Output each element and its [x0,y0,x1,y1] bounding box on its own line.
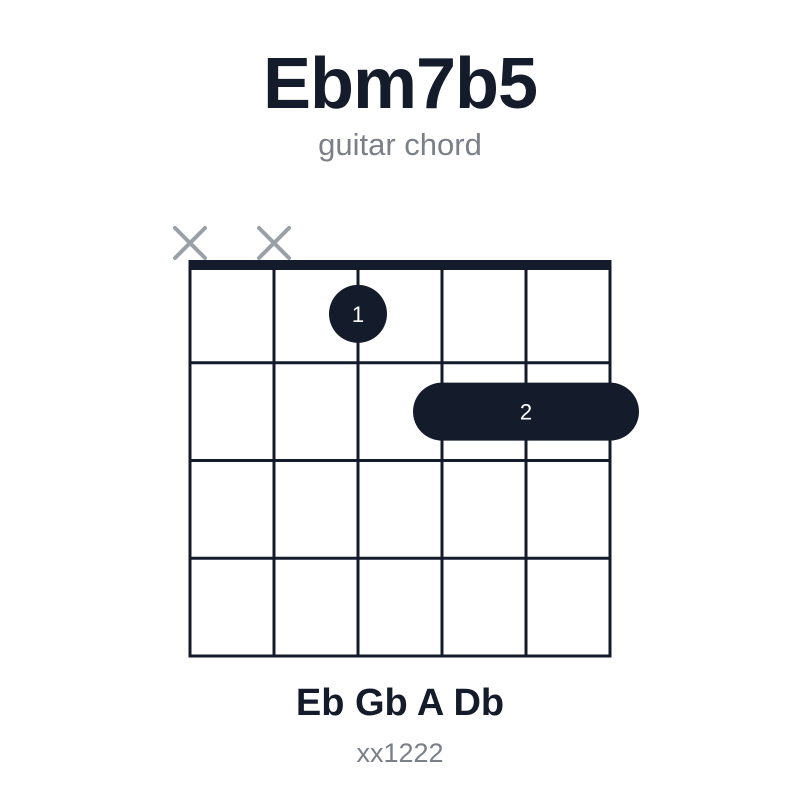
chord-subtitle: guitar chord [318,127,482,162]
finger-number: 2 [520,400,532,425]
muted-string-marker [173,226,207,260]
finger-dot [329,284,387,343]
muted-string-marker [257,226,291,260]
chord-fingering: xx1222 [356,738,444,768]
chord-name: Ebm7b5 [262,44,538,124]
nut [188,260,612,270]
barre [413,382,639,441]
finger-number: 1 [352,302,364,327]
chord-notes: Eb Gb A Db [295,682,505,724]
